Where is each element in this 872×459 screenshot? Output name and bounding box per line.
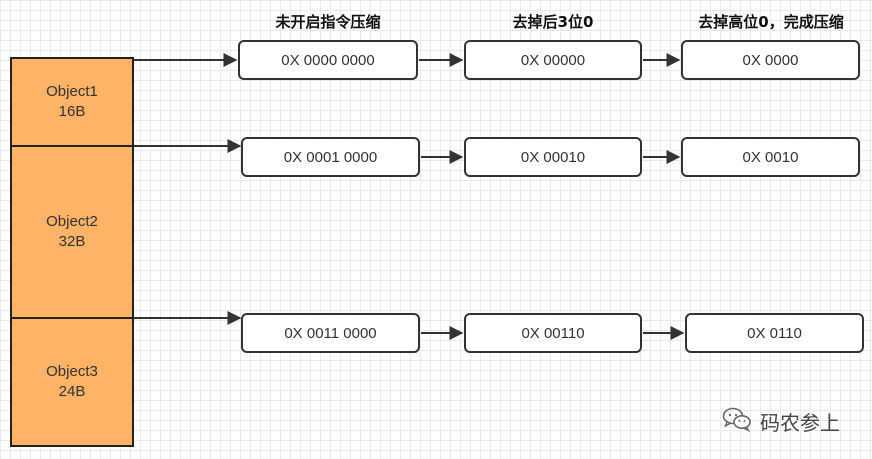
object-3-name: Object3 [46, 363, 98, 380]
watermark-text: 码农参上 [760, 410, 840, 435]
address-box-row2-col2: 0X 00010 [464, 137, 642, 177]
object-1-size: 16B [58, 103, 86, 120]
address-box-row2-col1: 0X 0001 0000 [241, 137, 420, 177]
address-box-row3-col3: 0X 0110 [685, 313, 864, 353]
wechat-icon [722, 406, 752, 437]
object-2-size: 32B [58, 233, 86, 250]
address-box-row3-col2: 0X 00110 [464, 313, 642, 353]
address-box-row3-col1: 0X 0011 0000 [241, 313, 420, 353]
address-box-row1-col1: 0X 0000 0000 [238, 40, 418, 80]
address-box-row1-col2: 0X 00000 [464, 40, 642, 80]
address-box-row1-col3: 0X 0000 [681, 40, 860, 80]
object-2-name: Object2 [46, 213, 98, 230]
header-drop-high-bits: 去掉高位0，完成压缩 [698, 13, 844, 31]
header-uncompressed: 未开启指令压缩 [275, 13, 381, 31]
address-box-row2-col3: 0X 0010 [681, 137, 860, 177]
object-1-block: Object1 16B [10, 57, 134, 147]
object-3-block: Object3 24B [10, 317, 134, 447]
object-3-size: 24B [58, 383, 86, 400]
header-drop-low-bits: 去掉后3位0 [512, 13, 594, 31]
object-1-name: Object1 [46, 83, 98, 100]
watermark: 码农参上 [722, 404, 840, 438]
